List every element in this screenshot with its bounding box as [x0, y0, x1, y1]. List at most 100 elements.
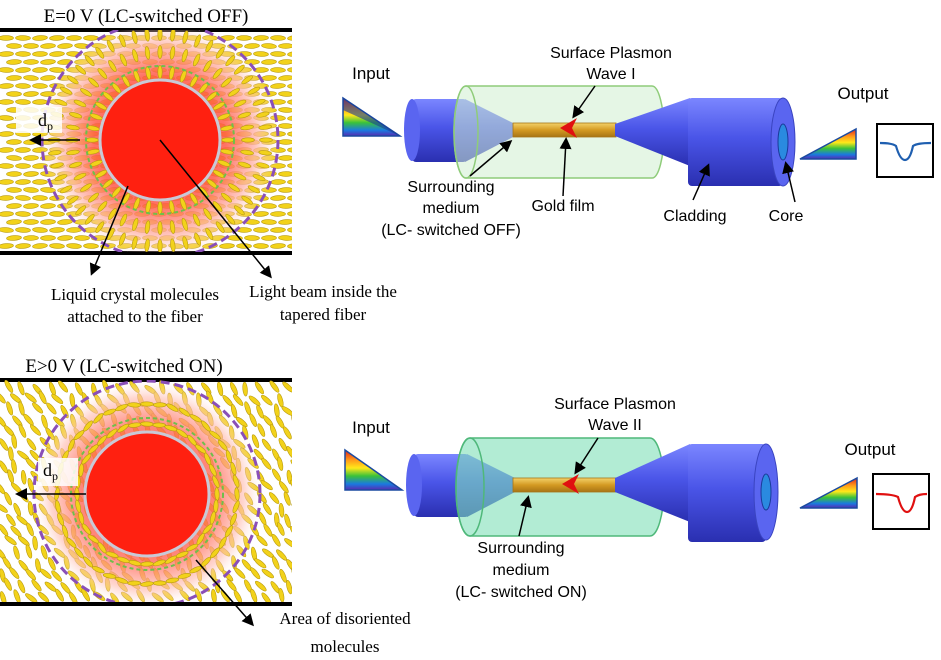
lc-molecule-radial: [69, 112, 83, 119]
lc-molecule: [268, 492, 280, 504]
lc-molecule: [287, 243, 292, 249]
lc-molecule-ring: [66, 537, 77, 548]
lc-molecule: [278, 171, 292, 177]
lc-molecule: [0, 147, 14, 153]
top-cross-section: E=0 V (LC-switched OFF) dp Liquid crysta…: [0, 6, 397, 326]
lc-molecule: [57, 380, 69, 393]
lc-molecule: [49, 243, 65, 249]
bottom-plasmon-wave-icon: [562, 474, 579, 494]
lc-molecule-radial: [256, 111, 270, 118]
lc-molecule: [235, 416, 248, 428]
lc-molecule-ring: [127, 402, 141, 408]
lc-molecule-radial: [169, 66, 175, 80]
lc-molecule: [283, 426, 292, 440]
top-gold-arrow: [559, 137, 572, 197]
lc-molecule: [6, 219, 22, 225]
lc-molecule: [18, 424, 27, 438]
lc-molecule: [278, 503, 285, 518]
lc-molecule: [15, 83, 31, 89]
top-lc-ring: [47, 30, 273, 252]
lc-molecule: [287, 211, 292, 217]
lc-molecule: [25, 544, 33, 559]
lc-molecule: [270, 67, 286, 73]
top-cladding-arrow: [692, 163, 710, 201]
lc-molecule: [39, 568, 52, 579]
lc-molecule: [6, 171, 22, 177]
lc-molecule-radial: [217, 113, 231, 121]
lc-molecule-radial: [206, 91, 218, 102]
lc-molecule: [279, 568, 287, 583]
lc-molecule-radial: [233, 172, 247, 181]
lc-molecule: [40, 219, 56, 225]
lc-molecule: [49, 35, 65, 41]
lc-molecule: [261, 457, 272, 470]
lc-molecule: [286, 559, 292, 572]
bottom-input-label: Input: [352, 418, 390, 437]
lc-molecule-ring: [140, 401, 154, 407]
top-medium-front: [453, 85, 479, 179]
lc-molecule-ring: [127, 580, 141, 586]
lc-molecule: [269, 424, 278, 438]
lc-molecule: [287, 83, 292, 89]
lc-molecule: [250, 588, 258, 602]
bottom-output-label: Output: [844, 440, 895, 459]
lc-molecule-radial: [157, 239, 163, 252]
lc-molecule: [4, 535, 17, 546]
lc-molecule: [32, 67, 48, 73]
lc-molecule: [41, 414, 48, 429]
lc-molecule-radial: [84, 55, 95, 67]
lc-molecule-ring: [81, 453, 92, 465]
lc-molecule-radial: [73, 99, 87, 108]
lc-molecule: [249, 413, 258, 427]
top-callout-right-arrow: [159, 139, 272, 279]
lc-molecule: [257, 423, 266, 437]
bottom-callout-arrow: [195, 559, 254, 627]
lc-molecule-radial: [66, 149, 80, 156]
top-fiber-left: [412, 99, 467, 162]
lc-molecule-radial: [212, 68, 223, 79]
lc-molecule: [255, 580, 267, 592]
lc-molecule: [253, 35, 269, 41]
lc-molecule-radial: [221, 77, 232, 88]
lc-molecule: [244, 43, 260, 49]
bottom-output-spectrum-box: [872, 473, 930, 530]
lc-molecule: [32, 243, 48, 249]
lc-molecule: [270, 211, 286, 217]
lc-molecule: [261, 592, 272, 602]
top-callout-left-1: Liquid crystal molecules: [51, 285, 219, 304]
lc-molecule: [269, 380, 280, 393]
lc-molecule-radial: [59, 185, 73, 194]
lc-molecule: [23, 235, 39, 241]
lc-molecule: [0, 115, 14, 121]
lc-molecule-ring: [140, 421, 154, 427]
lc-molecule: [220, 589, 230, 602]
lc-molecule-radial: [157, 201, 163, 215]
lc-molecule: [6, 43, 22, 49]
lc-molecule: [290, 459, 292, 471]
lc-molecule: [25, 593, 38, 602]
lc-molecule: [271, 468, 282, 482]
lc-molecule: [278, 155, 292, 161]
lc-molecule: [15, 211, 31, 217]
lc-molecule-ring: [153, 402, 167, 408]
lc-molecule: [287, 67, 292, 73]
lc-molecule: [11, 434, 18, 449]
lc-molecule: [26, 438, 37, 451]
lc-molecule: [254, 381, 264, 395]
lc-molecule: [32, 83, 48, 89]
lc-molecule: [0, 99, 14, 105]
top-callout-left-2: attached to the fiber: [67, 307, 203, 326]
lc-molecule: [0, 591, 7, 602]
lc-molecule-radial: [95, 47, 105, 59]
top-callout-left-arrow: [89, 185, 129, 276]
top-wave-label-1: Surface Plasmon: [550, 45, 672, 62]
lc-molecule: [20, 470, 27, 485]
lc-molecule-radial: [75, 205, 87, 216]
lc-molecule: [23, 75, 39, 81]
lc-molecule-ring: [96, 435, 108, 446]
lc-molecule: [11, 459, 17, 474]
bottom-input-spectrum-icon: [344, 448, 405, 491]
lc-molecule: [233, 590, 243, 602]
lc-molecule: [262, 502, 272, 516]
lc-molecule: [0, 243, 14, 249]
